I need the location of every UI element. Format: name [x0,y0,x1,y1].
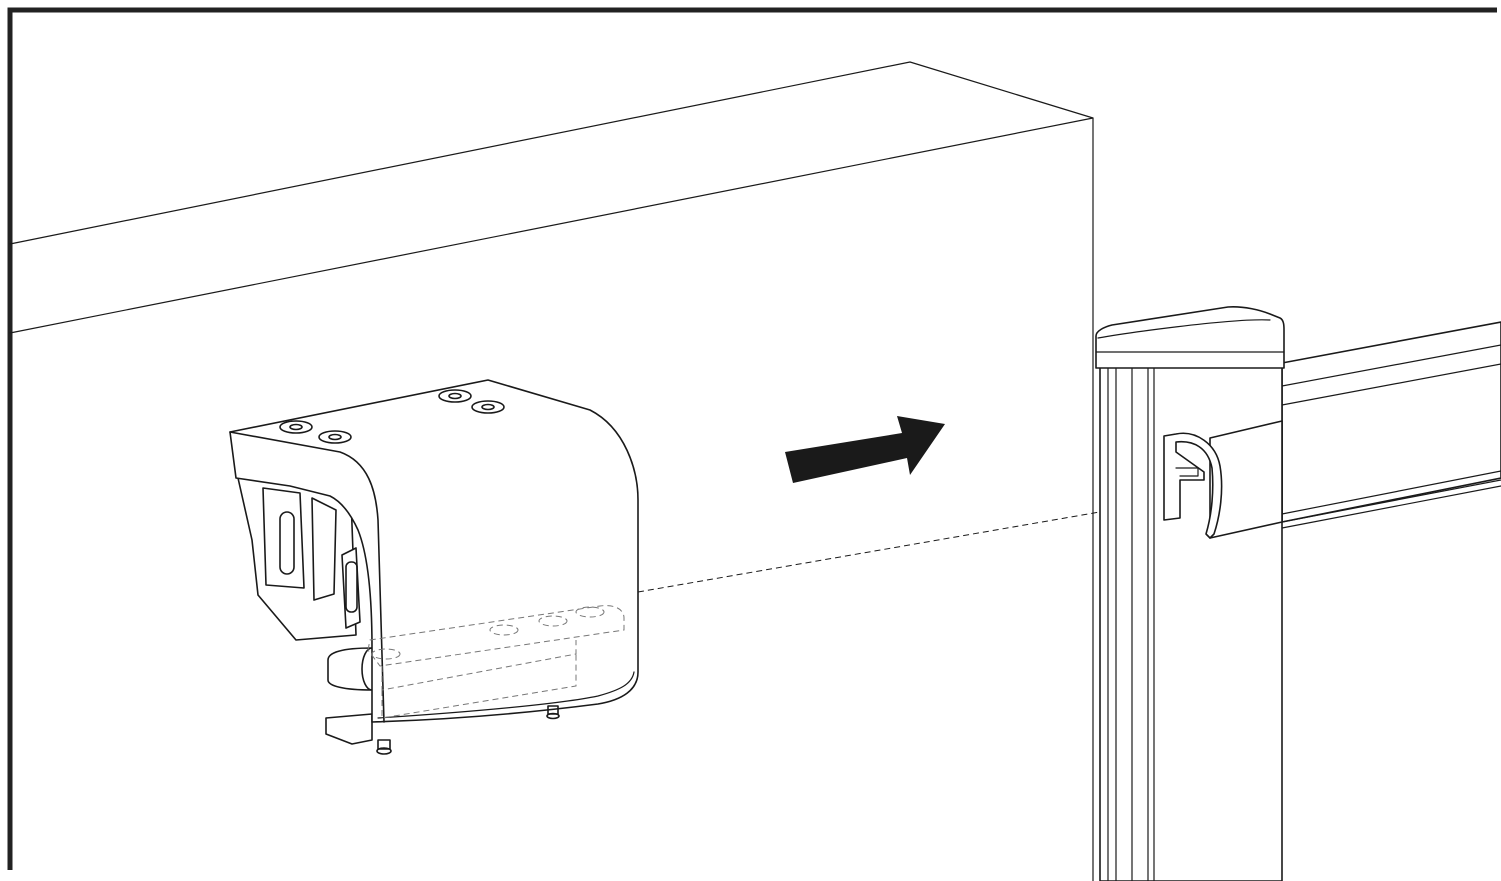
diagram-frame [7,7,1497,870]
clamp-bracket [229,379,639,755]
screw-icon [279,420,313,434]
screw-icon [318,430,352,444]
screw-icon [471,400,505,414]
screw-icon [376,739,392,755]
alignment-guide-line [637,491,1216,593]
screw-icon [438,389,472,403]
frame-post [1095,306,1501,881]
desk-panel [9,61,1094,881]
screw-icon [546,705,560,720]
arrow-right-icon [785,416,945,483]
